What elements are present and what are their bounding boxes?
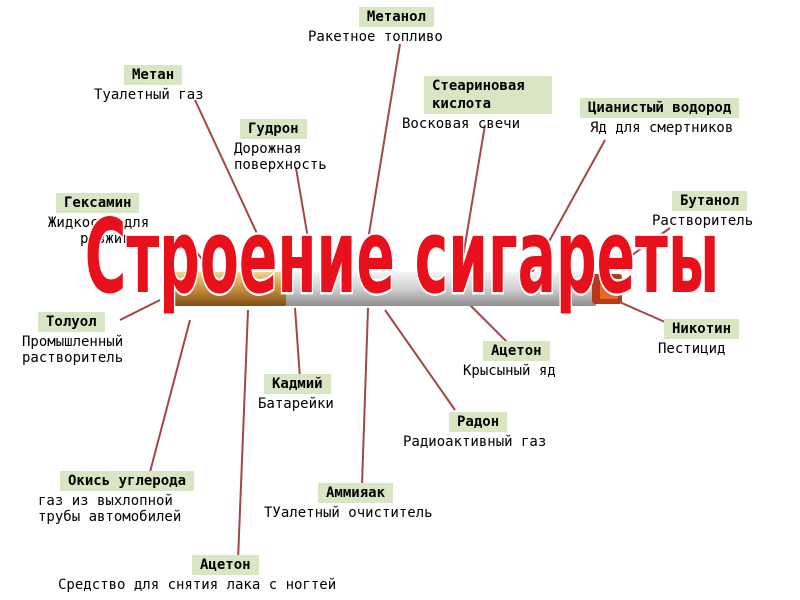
- desc-ammiak-1: ТУалетный очиститель: [264, 505, 433, 521]
- label-cyan: Цианистый водород Яд для смертников: [580, 97, 740, 136]
- connector-nikotin: [614, 299, 666, 323]
- desc-geksamin-2: розжига: [80, 231, 140, 247]
- tag-metan: Метан: [124, 65, 183, 85]
- tag-gudron: Гудрон: [240, 119, 307, 139]
- connector-okis: [149, 319, 191, 473]
- label-metan: Метан Туалетный газ: [94, 64, 204, 103]
- connector-gudron: [295, 167, 311, 251]
- desc-radon-1: Радиоактивный газ: [403, 434, 547, 450]
- desc-okis-2: трубы автомобилей: [38, 509, 182, 525]
- label-butanol: Бутанол Растворитель: [652, 190, 753, 229]
- label-aceton1: Ацетон Крысыный яд: [463, 340, 556, 379]
- connector-cyan: [524, 139, 606, 286]
- desc-butanol-1: Растворитель: [652, 213, 754, 229]
- desc-stearin-1: Восковая свечи: [402, 116, 521, 132]
- desc-nikotin-1: Пестицид: [658, 341, 726, 357]
- label-gudron: Гудрон Дорожная поверхность: [234, 118, 327, 173]
- desc-metan-1: Туалетный газ: [94, 87, 204, 103]
- desc-toluol-1: Промышленный: [22, 334, 124, 350]
- tag-aceton1: Ацетон: [483, 341, 550, 361]
- label-aceton2: Ацетон Средство для снятия лака с ногтей: [58, 554, 336, 593]
- tag-okis: Окись углерода: [60, 471, 195, 491]
- label-kadmiy: Кадмий Батарейки: [258, 373, 334, 412]
- label-radon: Радон Радиоактивный газ: [403, 411, 546, 450]
- desc-toluol-2: растворитель: [22, 350, 124, 366]
- desc-gudron-1: Дорожная: [234, 141, 302, 157]
- tag-aceton2: Ацетон: [192, 555, 259, 575]
- desc-geksamin-1: Жидкость для: [48, 215, 150, 231]
- connector-metan: [194, 99, 261, 241]
- connector-ammiak: [361, 307, 369, 486]
- connector-radon: [384, 309, 456, 411]
- tag-butanol: Бутанол: [672, 191, 748, 211]
- tag-ammiak: Аммияак: [318, 483, 394, 503]
- desc-aceton2-1: Средство для снятия лака с ногтей: [58, 577, 337, 593]
- label-ammiak: Аммияак ТУалетный очиститель: [264, 482, 433, 521]
- desc-gudron-2: поверхность: [234, 157, 327, 173]
- label-metanol: Метанол Ракетное топливо: [308, 6, 443, 45]
- desc-cyan-1: Яд для смертников: [590, 120, 734, 136]
- label-toluol: Толуол Промышленный растворитель: [22, 311, 123, 366]
- connector-aceton1: [469, 304, 511, 346]
- tag-toluol: Толуол: [38, 312, 105, 332]
- label-geksamin: Гексамин Жидкость для розжига: [48, 192, 149, 247]
- tag-kadmiy: Кадмий: [264, 374, 331, 394]
- desc-aceton1-1: Крысыный яд: [463, 363, 556, 379]
- label-okis: Окись углерода газ из выхлопной трубы ав…: [38, 470, 195, 525]
- tag-nikotin: Никотин: [664, 319, 740, 339]
- desc-okis-1: газ из выхлопной: [38, 493, 173, 509]
- desc-kadmiy-1: Батарейки: [258, 396, 334, 412]
- tag-metanol: Метанол: [358, 7, 434, 27]
- connector-geksamin: [184, 237, 216, 276]
- connector-metanol: [367, 43, 401, 241]
- desc-metanol-1: Ракетное топливо: [308, 29, 443, 45]
- label-nikotin: Никотин Пестицид: [658, 318, 740, 357]
- tag-cyan: Цианистый водород: [580, 98, 740, 118]
- connector-stearin: [459, 124, 486, 276]
- label-stearin: Стеариновая кислота Восковая свечи: [402, 76, 552, 132]
- tag-radon: Радон: [449, 412, 508, 432]
- connector-kadmiy: [294, 307, 301, 379]
- tag-stearin: Стеариновая кислота: [424, 76, 552, 114]
- connector-aceton2: [237, 309, 249, 561]
- tag-geksamin: Гексамин: [56, 193, 140, 213]
- cigarette-filter: [168, 272, 288, 306]
- connector-toluol: [119, 299, 161, 321]
- cigarette-paper: [286, 272, 596, 306]
